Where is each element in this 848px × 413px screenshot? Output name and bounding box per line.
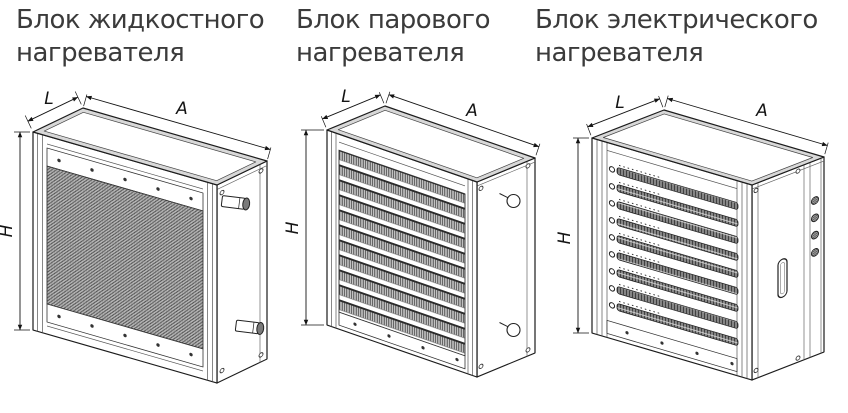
dim-line-A [86, 95, 271, 151]
diagram-title-electric: Блок электрического нагревателя [535, 4, 818, 70]
heating-rod [608, 232, 739, 278]
corner-bolt-icon [478, 185, 484, 191]
dim-line-A [388, 94, 540, 148]
heating-rod [608, 266, 739, 312]
corner-bolt-icon [258, 352, 264, 358]
corner-bolt-icon [258, 168, 264, 174]
dim-label-width: A [465, 101, 478, 121]
cable-gland-icon [810, 248, 820, 257]
diagram-title-steam: Блок парового нагревателя [296, 4, 490, 70]
title-line: Блок парового [296, 5, 490, 35]
dim-label-width: A [755, 101, 768, 121]
rivet-row [57, 314, 193, 357]
dim-label-depth: L [615, 93, 624, 113]
corner-bolt-icon [795, 168, 801, 174]
heating-rod [608, 283, 739, 329]
dim-line-L [27, 96, 79, 122]
door-handle [777, 258, 788, 299]
title-line: Блок электрического [535, 5, 818, 35]
corner-bolt-icon [795, 355, 801, 361]
dim-label-height: H [555, 231, 575, 244]
dim-label-width: A [175, 99, 188, 119]
heating-rod [608, 181, 739, 227]
corner-bolt-icon [219, 367, 225, 374]
dim-label-depth: L [341, 87, 350, 107]
corner-bolt-icon [753, 187, 759, 194]
dimension-lines [14, 91, 272, 331]
dim-line-A [667, 97, 828, 147]
side-face-door [751, 156, 825, 381]
electric-heater-diagram: L A H [555, 93, 829, 381]
rivet-row [353, 322, 459, 362]
dimension-lines [301, 91, 541, 326]
corner-bolt-icon [478, 363, 484, 369]
corner-bolt-icon [525, 163, 531, 169]
heating-rod [608, 164, 739, 210]
dim-line-L [587, 98, 660, 128]
side-face [216, 160, 268, 384]
heating-rod [608, 215, 739, 261]
pipe-connector-bottom [234, 319, 265, 335]
bottom-flange [338, 311, 466, 370]
title-line: нагревателя [16, 38, 185, 68]
steam-pipe-stub-bottom [499, 322, 521, 338]
heating-rod [608, 300, 739, 346]
front-face [326, 129, 478, 378]
diagram-title-liquid: Блок жидкостного нагревателя [16, 4, 265, 70]
bottom-flange [606, 319, 738, 373]
front-face [591, 137, 753, 381]
steam-pipe-stub-top [499, 193, 521, 209]
liquid-heater-diagram: L A H [0, 89, 272, 384]
dimension-lines [573, 95, 829, 334]
steam-heater-diagram: L A H [283, 87, 541, 378]
cable-gland-icon [810, 230, 820, 240]
title-line: Блок жидкостного [16, 5, 265, 35]
corner-bolt-icon [219, 189, 225, 196]
cable-gland-icon [810, 196, 820, 205]
corner-bolt-icon [753, 367, 759, 374]
corner-bolt-icon [525, 347, 531, 353]
cable-glands [810, 196, 820, 257]
heating-rods [608, 164, 739, 346]
title-line: нагревателя [296, 38, 465, 68]
dim-label-height: H [283, 221, 303, 234]
dim-label-depth: L [44, 89, 53, 109]
pipe-connector-top [220, 195, 251, 211]
rivet-row [625, 331, 734, 366]
front-face [32, 131, 218, 384]
side-face [476, 157, 536, 378]
heating-rod [608, 198, 739, 244]
heating-rod [608, 249, 739, 295]
cable-gland-icon [810, 213, 820, 223]
title-line: нагревателя [535, 38, 704, 68]
dim-line-L [322, 94, 381, 120]
rivet-row [57, 158, 193, 201]
dim-label-height: H [0, 224, 17, 237]
